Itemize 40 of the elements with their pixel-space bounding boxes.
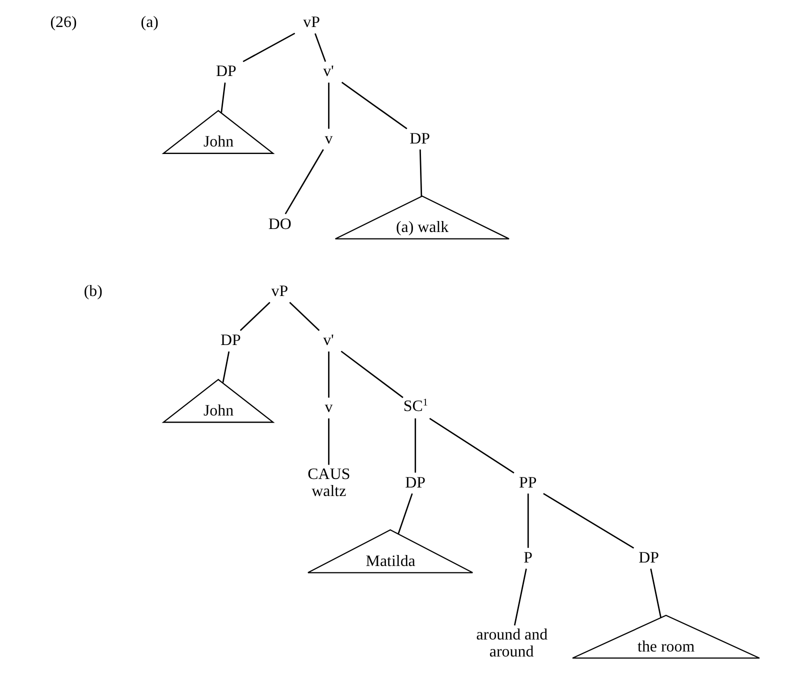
connector <box>340 350 403 398</box>
connector <box>328 82 329 129</box>
connector <box>328 418 329 465</box>
node-text: vP <box>302 14 320 32</box>
connector <box>314 33 326 62</box>
node-text: SC$^{1}$ <box>402 398 428 416</box>
connector <box>513 568 526 626</box>
node-text: DP <box>409 130 430 148</box>
connector <box>288 302 320 332</box>
connector <box>340 82 407 130</box>
node-text: CAUS waltz <box>307 466 350 500</box>
connector <box>239 302 270 332</box>
label: (26) <box>50 14 76 32</box>
connector <box>397 493 412 534</box>
label: (a) <box>140 14 158 32</box>
connector <box>328 352 329 398</box>
node-text: P <box>523 550 532 567</box>
node-text: DP <box>220 332 240 350</box>
node-text: v' <box>322 332 334 350</box>
node-text: PP <box>518 474 536 492</box>
connector <box>220 82 226 113</box>
node-text: DP <box>638 550 659 567</box>
label: (b) <box>83 283 102 300</box>
connector <box>242 32 295 62</box>
node-text: v' <box>322 63 334 80</box>
connector <box>428 418 514 474</box>
node-text: DP <box>215 63 236 80</box>
connector <box>414 418 416 473</box>
connector <box>650 568 661 618</box>
connector <box>418 149 422 196</box>
connector <box>542 493 634 549</box>
connector <box>526 494 528 548</box>
node-text: vP <box>270 283 288 300</box>
node-text: v <box>324 130 332 148</box>
connector <box>222 351 230 383</box>
connector <box>284 149 324 214</box>
node-text: DO <box>268 216 291 233</box>
node-text: DP <box>404 474 425 492</box>
node-text: v <box>324 399 332 416</box>
node-text: around and around <box>476 626 548 661</box>
